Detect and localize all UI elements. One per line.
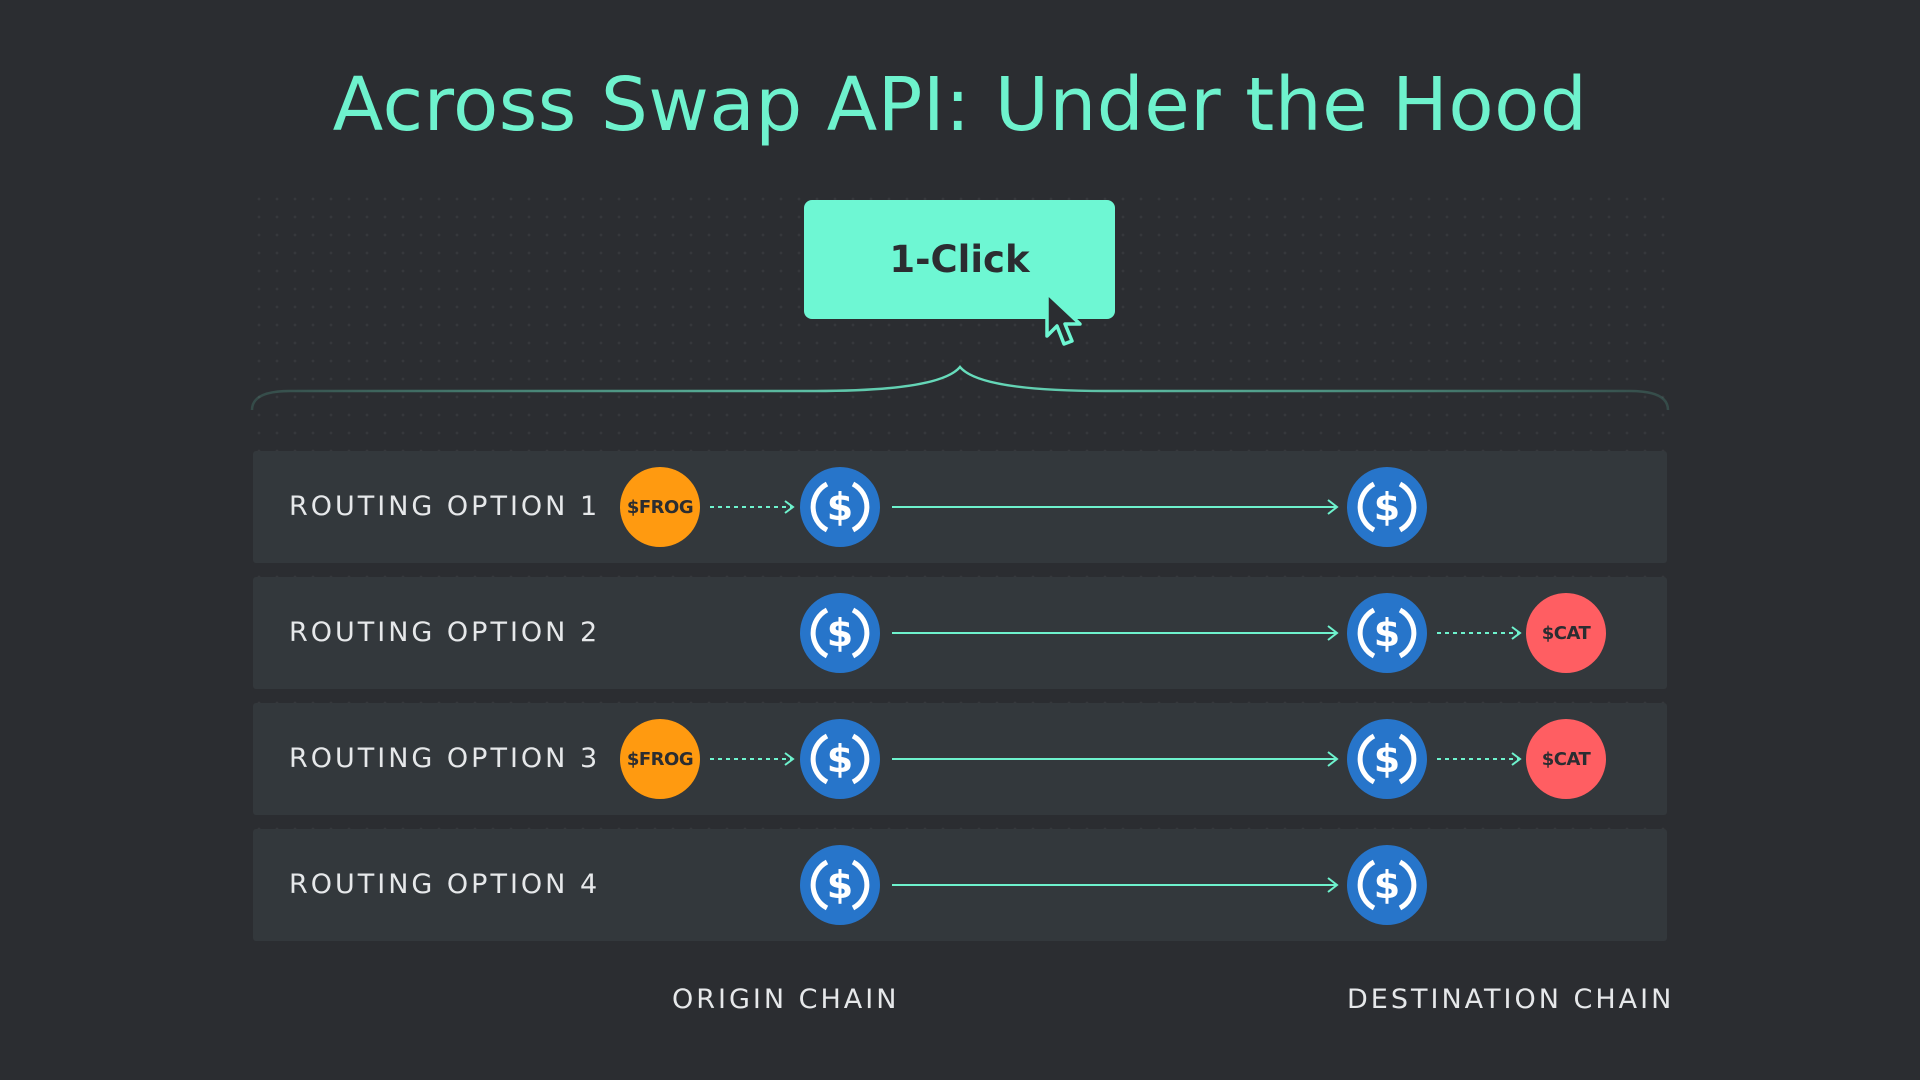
cat-token: $CAT [1526, 593, 1606, 673]
cursor-icon [1045, 291, 1082, 346]
cat-token-label: $CAT [1541, 748, 1591, 770]
cat-token: $CAT [1526, 719, 1606, 799]
frog-token-label: $FROG [626, 496, 694, 518]
routing-option-row: ROUTING OPTION 3 $FROG $ $ $CAT [253, 703, 1667, 815]
routing-option-label: ROUTING OPTION 4 [289, 869, 601, 900]
dotted-arrow [1437, 752, 1522, 766]
routing-option-row: ROUTING OPTION 4 $ $ [253, 829, 1667, 941]
usdc-icon: $ [800, 593, 880, 673]
dotted-arrow [710, 500, 795, 514]
usdc-icon: $ [800, 467, 880, 547]
usdc-icon: $ [1347, 719, 1427, 799]
brace-connector [250, 365, 1670, 411]
cat-token-label: $CAT [1541, 622, 1591, 644]
usdc-icon: $ [800, 845, 880, 925]
routing-option-label: ROUTING OPTION 1 [289, 491, 601, 522]
frog-token: $FROG [620, 467, 700, 547]
svg-text:$: $ [827, 863, 853, 907]
svg-text:$: $ [1374, 863, 1400, 907]
usdc-icon: $ [1347, 593, 1427, 673]
bridge-arrow [892, 499, 1339, 515]
bridge-arrow [892, 877, 1339, 893]
svg-text:$: $ [1374, 611, 1400, 655]
usdc-icon: $ [800, 719, 880, 799]
destination-chain-label: DESTINATION CHAIN [1347, 984, 1675, 1015]
dotted-arrow [1437, 626, 1522, 640]
bridge-arrow [892, 751, 1339, 767]
svg-text:$: $ [1374, 737, 1400, 781]
bridge-arrow [892, 625, 1339, 641]
frog-token: $FROG [620, 719, 700, 799]
svg-text:$: $ [827, 485, 853, 529]
frog-token-label: $FROG [626, 748, 694, 770]
usdc-icon: $ [1347, 467, 1427, 547]
dotted-arrow [710, 752, 795, 766]
origin-chain-label: ORIGIN CHAIN [672, 984, 900, 1015]
routing-option-label: ROUTING OPTION 2 [289, 617, 601, 648]
svg-text:$: $ [827, 611, 853, 655]
routing-option-row: ROUTING OPTION 2 $ $ $CAT [253, 577, 1667, 689]
page-title: Across Swap API: Under the Hood [332, 62, 1588, 148]
usdc-icon: $ [1347, 845, 1427, 925]
one-click-button[interactable]: 1-Click [804, 200, 1115, 319]
routing-option-row: ROUTING OPTION 1 $FROG $ $ [253, 451, 1667, 563]
svg-text:$: $ [827, 737, 853, 781]
routing-option-label: ROUTING OPTION 3 [289, 743, 601, 774]
one-click-button-label: 1-Click [889, 238, 1030, 281]
svg-text:$: $ [1374, 485, 1400, 529]
